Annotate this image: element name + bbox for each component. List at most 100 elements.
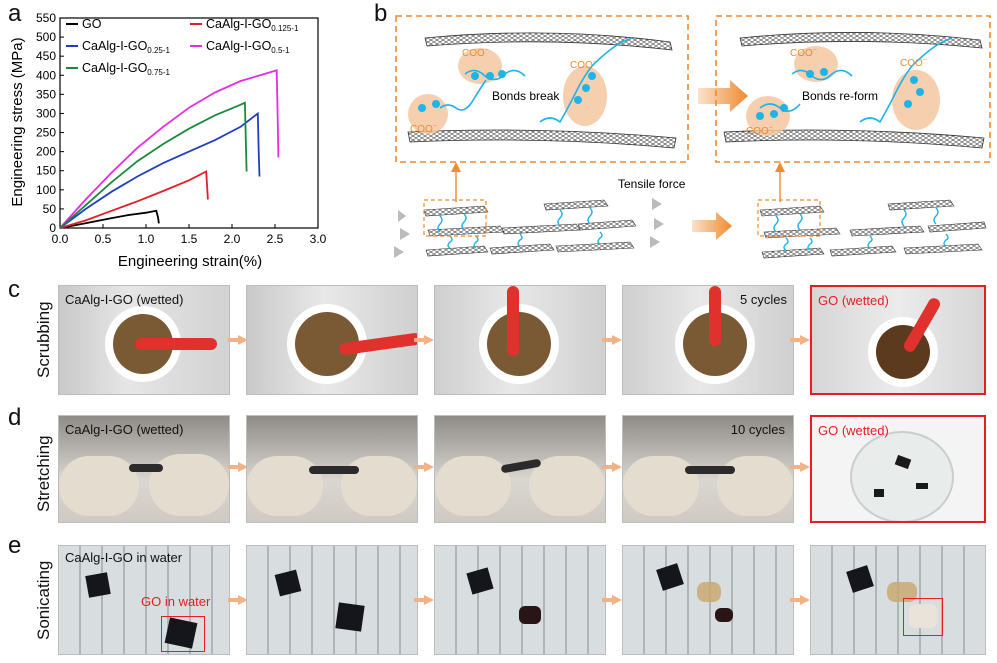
zoom-box-break (395, 15, 689, 163)
go-label: GO (wetted) (818, 423, 889, 438)
photo-stretch-go: GO (wetted) (810, 415, 986, 523)
bond-schematic: COO− COO− COO− Bonds break COO− COO− COO… (394, 15, 991, 259)
alginate-chain (859, 37, 953, 124)
ca-complex-blob (892, 70, 940, 130)
y-tick-label: 50 (43, 202, 57, 216)
y-tick-label: 350 (36, 87, 56, 101)
graphene-sheet-bottom-left (407, 129, 677, 149)
ca-complex-blob (563, 66, 607, 126)
ca-complex-blob (746, 96, 790, 136)
y-tick-label: 0 (49, 221, 56, 235)
photo-sonic-4 (622, 545, 794, 655)
coo-label: COO− (900, 57, 927, 69)
photo-sonic-1: CaAlg-I-GO in water GO in water (58, 545, 230, 655)
y-tick-label: 150 (36, 164, 56, 178)
bonds-break-label: Bonds break (492, 89, 560, 103)
coo-label: COO− (570, 59, 597, 71)
legend-entry: CaAlg-I-GO0.5-1 (206, 39, 290, 55)
photo-sonic-2 (246, 545, 418, 655)
step-arrow (414, 335, 434, 345)
step-arrow (228, 595, 248, 605)
step-arrow (414, 462, 434, 472)
x-tick-label: 0.5 (95, 232, 112, 246)
go-label: GO in water (141, 594, 211, 609)
legend-entry: CaAlg-I-GO0.75-1 (82, 61, 171, 77)
graphene-sheet-bottom-right (723, 129, 985, 149)
step-arrow (790, 462, 810, 472)
legend-entry: CaAlg-I-GO0.125-1 (206, 17, 299, 33)
y-tick-label: 500 (36, 30, 56, 44)
photo-stretch-4: 10 cycles (622, 415, 794, 523)
transition-arrow (692, 212, 732, 240)
x-tick-label: 2.0 (224, 232, 241, 246)
x-tick-label: 1.0 (138, 232, 155, 246)
photo-scrub-3 (434, 285, 606, 395)
step-arrow (602, 335, 622, 345)
legend-entry: CaAlg-I-GO0.25-1 (82, 39, 171, 55)
photo-scrub-2 (246, 285, 418, 395)
series-line (59, 209, 160, 229)
panel-letter-a: a (8, 0, 22, 27)
legend-entry: GO (82, 17, 102, 31)
series-line (59, 170, 209, 229)
tensile-force-label: Tensile force (618, 177, 686, 191)
panel-letter-e: e (8, 532, 22, 559)
layered-structure-right (757, 199, 987, 259)
photo-stretch-3 (434, 415, 606, 523)
photo-scrub-4: 5 cycles (622, 285, 794, 395)
go-label: GO (wetted) (818, 293, 889, 308)
y-tick-label: 550 (36, 11, 56, 25)
panel-letter-c: c (8, 276, 20, 303)
stress-strain-chart: 0.0 0.5 1.0 1.5 2.0 2.5 3.0 0 50 100 150 200 250 300 3… (9, 11, 327, 270)
cycles-label: 5 cycles (740, 292, 787, 307)
photo-sonic-5 (810, 545, 986, 655)
coo-label: COO− (410, 123, 437, 135)
cycles-label: 10 cycles (730, 422, 785, 437)
step-arrow (228, 335, 248, 345)
step-arrow (414, 595, 434, 605)
y-tick-label: 450 (36, 49, 56, 63)
y-axis-label: Engineering stress (MPa) (9, 37, 26, 206)
sample-label: CaAlg-I-GO (wetted) (65, 292, 184, 307)
photo-sonic-3 (434, 545, 606, 655)
graphene-sheet-top-right (739, 32, 983, 49)
photo-stretch-2 (246, 415, 418, 523)
transition-arrow (698, 80, 748, 112)
step-arrow (228, 462, 248, 472)
row-label-sonicating: Sonicating (34, 560, 53, 640)
step-arrow (790, 595, 810, 605)
photo-scrub-1: CaAlg-I-GO (wetted) (58, 285, 230, 395)
y-tick-label: 100 (36, 183, 56, 197)
x-tick-label: 0.0 (52, 232, 69, 246)
x-tick-label: 3.0 (310, 232, 327, 246)
panel-letter-b: b (374, 0, 388, 27)
step-arrow (790, 335, 810, 345)
bonds-reform-label: Bonds re-form (802, 89, 878, 103)
photo-scrub-go: GO (wetted) (810, 285, 986, 395)
series-line (59, 69, 280, 229)
x-tick-label: 1.5 (181, 232, 198, 246)
x-axis-label: Engineering strain(%) (118, 253, 262, 270)
graphene-sheet-top-left (424, 32, 673, 51)
step-arrow (602, 595, 622, 605)
y-tick-label: 300 (36, 106, 56, 120)
panel-letter-d: d (8, 404, 22, 431)
coo-label: COO− (462, 47, 489, 59)
sample-label: CaAlg-I-GO in water (65, 550, 183, 565)
row-label-scrubbing: Scrubbing (34, 301, 53, 378)
photo-stretch-1: CaAlg-I-GO (wetted) (58, 415, 230, 523)
row-label-stretching: Stretching (34, 435, 53, 512)
x-tick-label: 2.5 (267, 232, 284, 246)
coo-label: COO− (790, 47, 817, 59)
series-line (59, 101, 248, 229)
step-arrow (602, 462, 622, 472)
coo-label: COO− (746, 125, 773, 137)
y-tick-label: 400 (36, 68, 56, 82)
sample-label: CaAlg-I-GO (wetted) (65, 422, 184, 437)
y-tick-label: 250 (36, 126, 56, 140)
y-tick-label: 200 (36, 145, 56, 159)
alginate-chain (439, 69, 526, 111)
layered-structure-left (394, 198, 664, 258)
series-line (59, 111, 261, 229)
alginate-chain (539, 37, 633, 124)
